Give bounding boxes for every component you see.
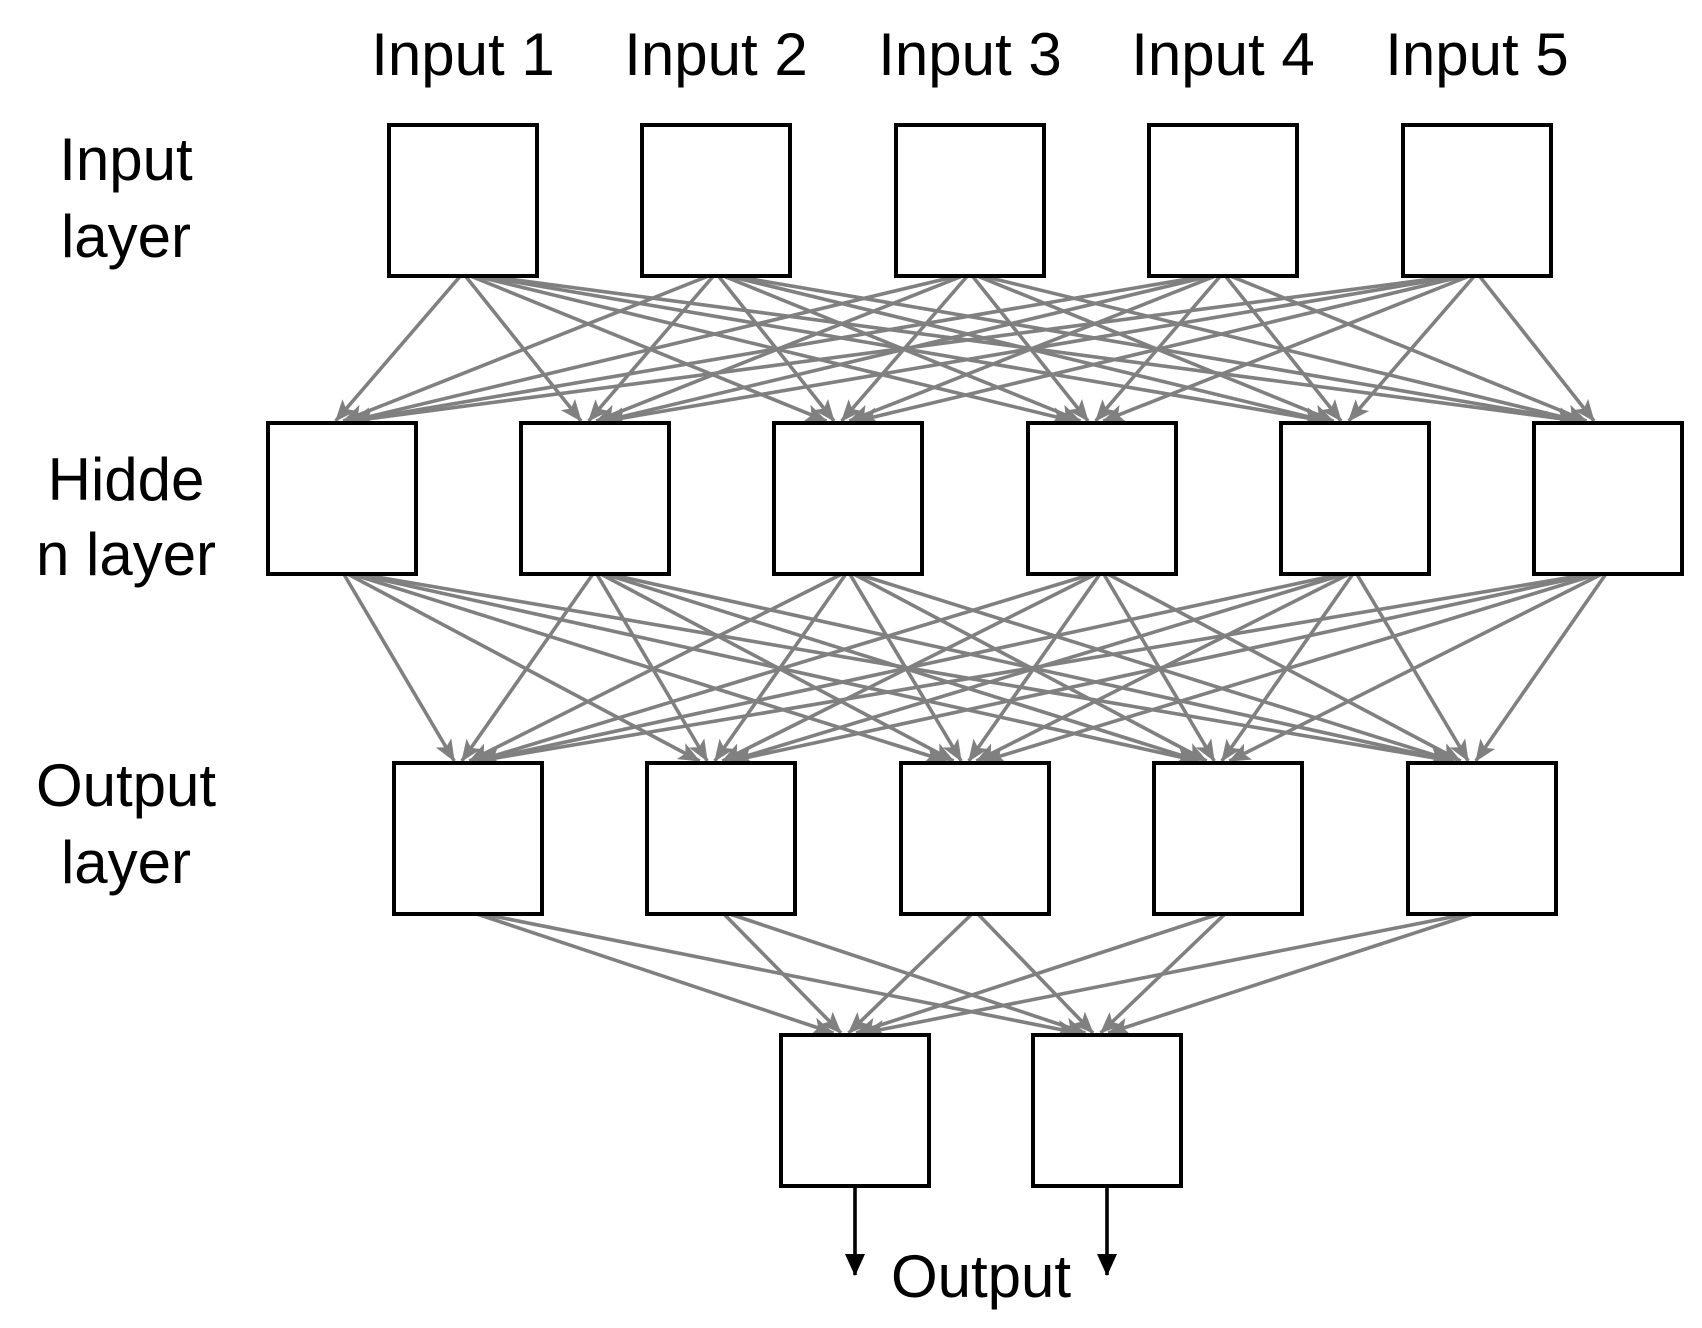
connection-edge <box>341 569 947 764</box>
connection-edge <box>477 569 1609 767</box>
connection-edge <box>968 271 1090 423</box>
row-label-line: layer <box>61 829 191 896</box>
connection-edge <box>593 570 709 762</box>
connections <box>334 271 1610 1038</box>
connection-edge <box>340 570 456 762</box>
connection-edge <box>341 569 701 763</box>
connection-edge <box>1474 569 1610 763</box>
connection-edge <box>847 569 1208 763</box>
hidden-node-2 <box>519 421 671 576</box>
connection-edge <box>713 569 850 763</box>
connection-edge <box>351 271 1478 428</box>
connection-edge <box>730 569 1609 766</box>
connection-edge <box>973 909 1095 1035</box>
connection-edge <box>1102 271 1478 423</box>
input-label-2: Input 2 <box>624 21 808 88</box>
hidden-node-4 <box>1026 421 1178 576</box>
hidden-node-6 <box>1532 421 1684 576</box>
connection-edge <box>846 570 963 762</box>
input-node-5 <box>1401 123 1553 278</box>
connection-edge <box>476 569 1103 764</box>
output-node-1 <box>392 761 544 916</box>
row-label-line: Input <box>59 126 193 193</box>
input-node-1 <box>387 123 539 278</box>
output-node-4 <box>1152 761 1304 916</box>
row-label-line: Output <box>36 752 216 819</box>
connection-edge <box>334 271 465 423</box>
connection-edge <box>477 569 1356 766</box>
row-label-line: layer <box>61 203 191 270</box>
connection-edge <box>461 271 583 423</box>
final-node-2 <box>1031 1033 1183 1188</box>
connection-edge <box>1107 909 1483 1036</box>
connection-edge <box>1100 570 1216 762</box>
connection-edge <box>969 271 1335 423</box>
connection-edge <box>342 271 717 423</box>
hidden-node-5 <box>1279 421 1431 576</box>
connection-edge <box>719 909 843 1035</box>
final-node-1 <box>779 1033 931 1188</box>
connection-edge <box>460 569 597 763</box>
row-label-line: n layer <box>36 521 216 588</box>
output-label: Output <box>891 1243 1071 1310</box>
output-node-3 <box>899 761 1051 916</box>
connection-edge <box>855 271 1478 425</box>
input-label-3: Input 3 <box>878 21 1062 88</box>
row-label-output-layer: Output layer <box>36 752 216 896</box>
connection-edge <box>1221 271 1343 423</box>
connection-edge <box>1347 271 1479 423</box>
connection-edge <box>462 271 1074 425</box>
input-label-4: Input 4 <box>1131 21 1315 88</box>
output-node-5 <box>1406 761 1558 916</box>
input-label-1: Input 1 <box>371 21 555 88</box>
input-label-5: Input 5 <box>1385 21 1569 88</box>
connection-edge <box>594 569 1200 764</box>
connection-edge <box>715 271 1327 425</box>
connection-edge <box>1353 570 1470 762</box>
connection-edge <box>1228 569 1609 763</box>
row-label-hidden-layer: Hidde n layer <box>36 446 216 588</box>
connection-edge <box>351 271 1224 427</box>
input-node-3 <box>894 123 1046 278</box>
connection-edge <box>714 271 836 423</box>
connection-edge <box>862 909 1483 1038</box>
row-label-line: Hidde <box>48 446 205 513</box>
connection-edge <box>462 271 828 423</box>
connection-edge <box>468 569 849 763</box>
hidden-node-3 <box>772 421 924 576</box>
row-label-input-layer: Input layer <box>59 126 193 270</box>
connection-edge <box>983 569 1609 764</box>
input-node-2 <box>640 123 792 278</box>
connection-edge <box>720 909 1087 1035</box>
connection-edge <box>1220 569 1357 763</box>
connection-edge <box>594 569 955 763</box>
connection-edge <box>467 909 835 1035</box>
connection-edge <box>1475 271 1596 423</box>
connection-edge <box>847 909 977 1035</box>
connection-edge <box>587 271 718 423</box>
connection-edge <box>1101 569 1462 763</box>
output-node-2 <box>645 761 797 916</box>
connection-edge <box>847 569 1454 764</box>
connection-edge <box>855 909 1229 1036</box>
connection-edge <box>349 271 971 425</box>
connection-edge <box>341 569 1199 766</box>
connection-edge <box>467 909 1079 1038</box>
input-node-4 <box>1147 123 1299 278</box>
hidden-node-1 <box>266 421 418 576</box>
connection-edge <box>604 271 1478 427</box>
connection-edge <box>715 271 1082 423</box>
nodes <box>266 123 1684 1188</box>
